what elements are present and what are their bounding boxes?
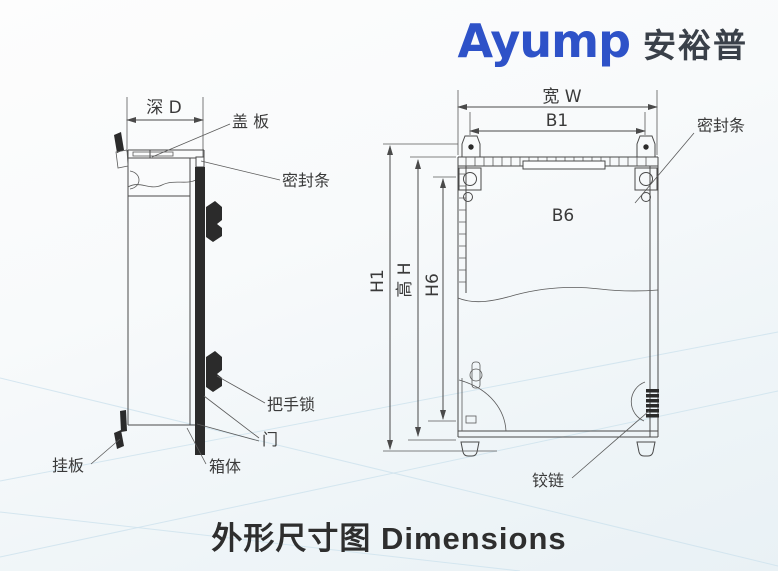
brand-logo-text: Ayump [457,14,631,68]
brand-logo-cjk: 安裕普 [643,27,748,64]
depth-dimension-label: 深 D [146,98,182,118]
hang-plate-bottom [120,410,127,432]
cover-plate-label: 盖 板 [232,112,269,131]
h1-dimension-label: H1 [368,269,388,293]
foot-right [636,441,656,457]
handle-lock-upper [206,201,222,242]
keyhole-slot [471,361,481,389]
h6-dimension-label: H6 [423,273,443,297]
cabinet-body-label: 箱体 [209,457,241,476]
handle-lock-label: 把手锁 [267,395,315,414]
seal-strip-side [195,156,205,168]
foot-left [460,441,480,457]
b6-dimension-label: B6 [552,206,574,226]
hinge-label: 铰链 [532,471,564,490]
brand-logo: Ayump 安裕普 [457,18,748,64]
door-side [195,167,205,455]
seal-strip-label-side: 密封条 [282,171,330,190]
height-dimension-label: 高 H [395,262,415,297]
hang-plate-top [114,132,124,153]
door-label: 门 [262,430,278,449]
hinge-detail [646,389,659,418]
side-view-drawing: 深 D 盖 板 密封条 把手锁 门 挂板 箱体 [52,97,330,476]
b1-dimension-label: B1 [546,111,568,131]
front-view-drawing: 宽 W B1 [368,87,745,490]
seal-strip-label-front: 密封条 [697,116,745,135]
hang-plate-label: 挂板 [52,456,84,475]
handle-lock-lower [206,351,222,392]
page-title: 外形尺寸图 Dimensions [211,521,567,556]
width-dimension-label: 宽 W [542,87,581,107]
